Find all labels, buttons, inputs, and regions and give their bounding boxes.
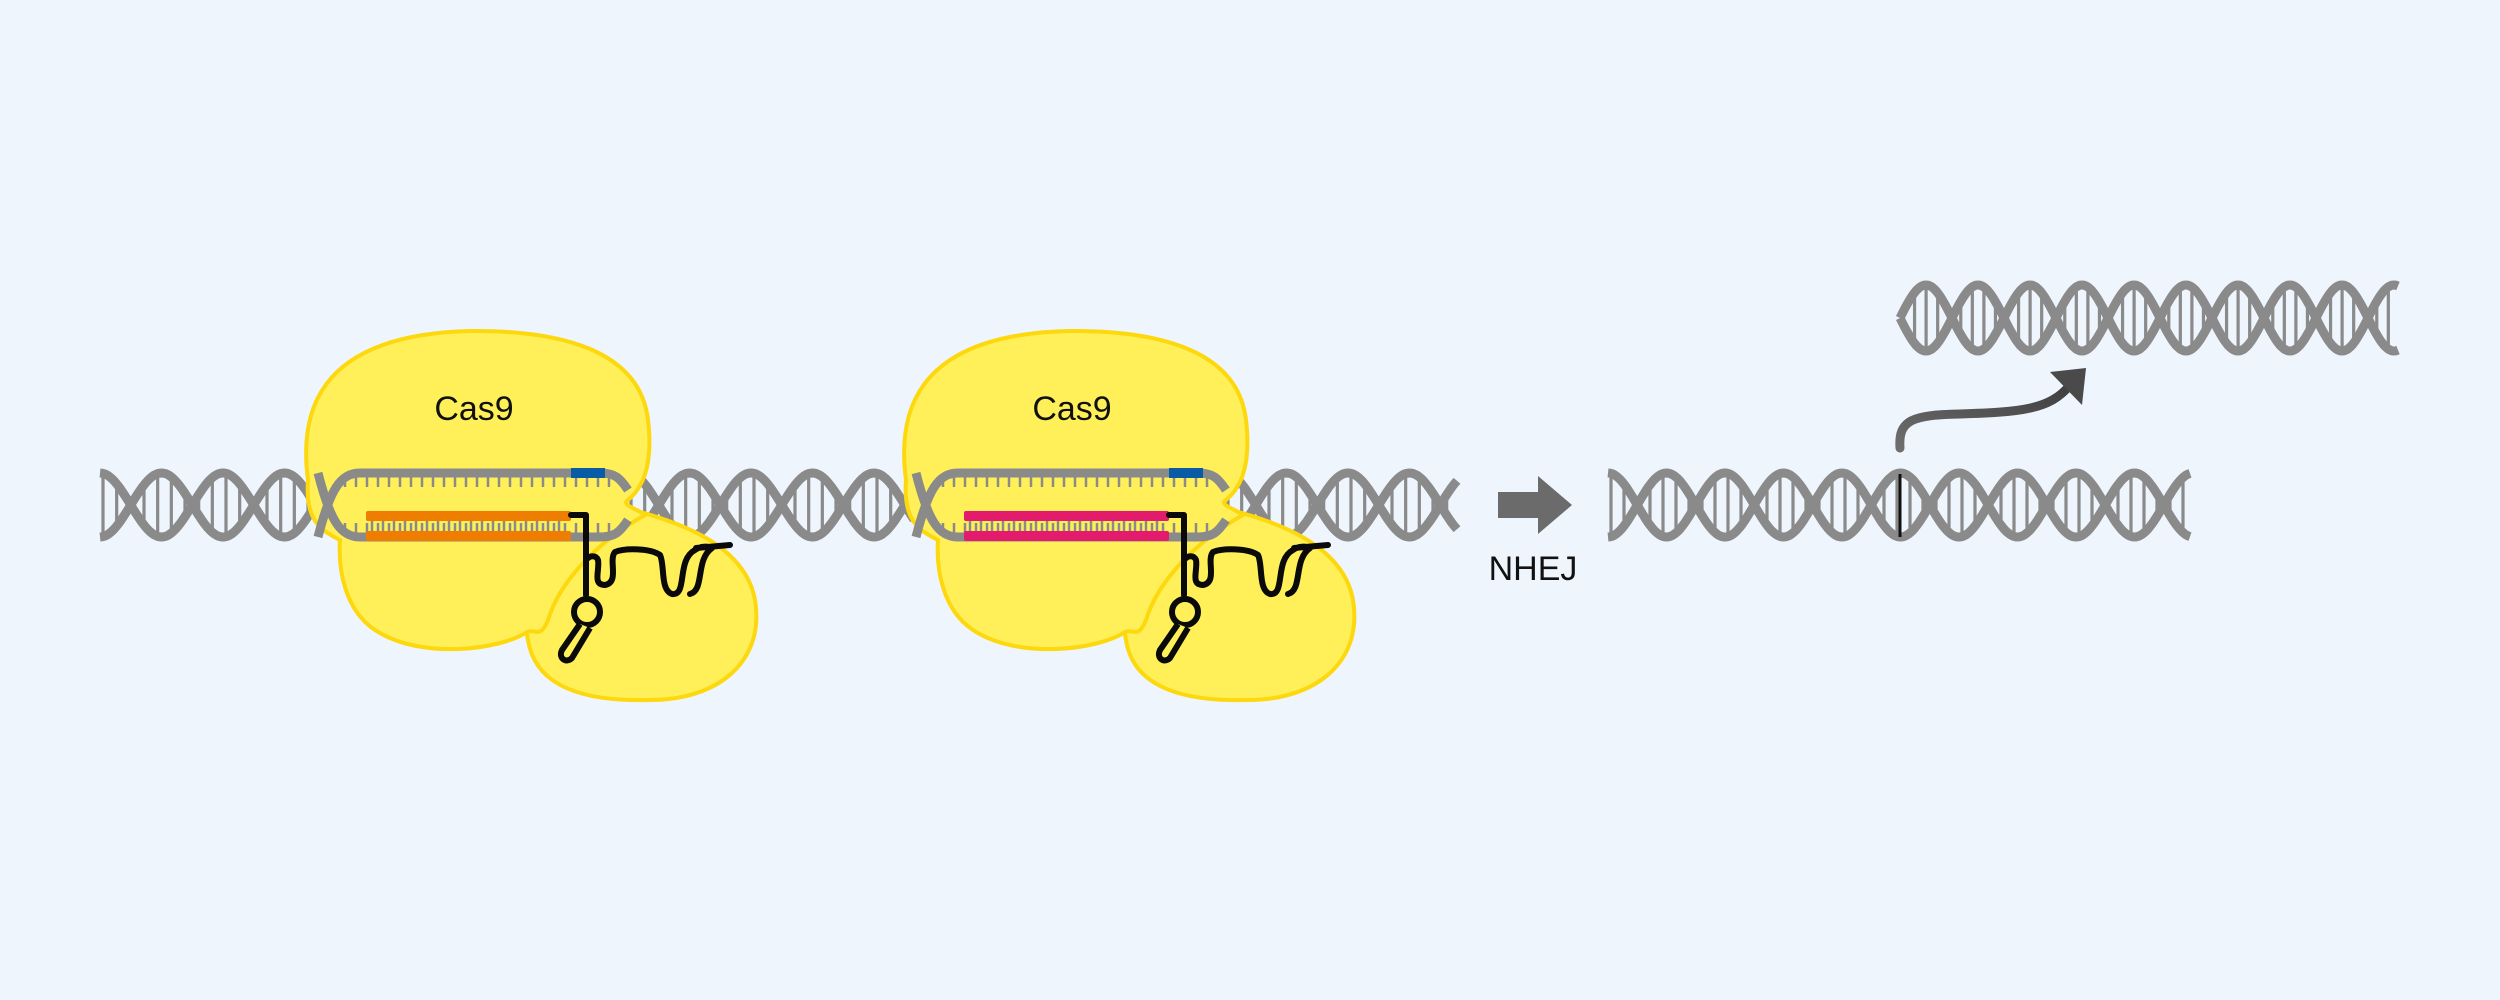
pam-site [1169, 468, 1203, 478]
dna-strand [1607, 468, 2192, 542]
sgrna-stem-loop [1156, 622, 1191, 664]
nhej-step: NHEJ [1489, 476, 1578, 588]
right-arrow-icon [1498, 476, 1572, 534]
guide-spacer [964, 511, 1169, 521]
dna-strand [1895, 280, 2400, 356]
excised-dna-fragment [1895, 280, 2400, 356]
sgrna-scaffold [568, 512, 733, 598]
dna-strand [1224, 468, 1461, 542]
cas9-label: Cas9 [434, 390, 513, 428]
non-target-strand [911, 471, 1230, 542]
repaired-dna-helix [1607, 468, 2192, 542]
dna-helix-segment [99, 468, 322, 542]
cas9-protein [902, 328, 1250, 652]
dna-strand [99, 468, 322, 542]
guide-spacer [366, 511, 571, 521]
nhej-label: NHEJ [1489, 550, 1578, 588]
sgrna-scaffold [1166, 512, 1331, 598]
cas9-complex-2: Cas9 [902, 328, 1357, 703]
sgrna-bulge [1169, 596, 1201, 628]
cas9-complex-1: Cas9 [304, 328, 759, 703]
dna-helix-segment [1607, 468, 2192, 542]
guide-target-duplex [964, 531, 1169, 541]
sgrna-bulge [571, 596, 603, 628]
guide-target-duplex [366, 531, 571, 541]
cas9-protein [304, 328, 652, 652]
dna-strand [99, 468, 322, 542]
cas9-label: Cas9 [1032, 390, 1111, 428]
dna-strand [1224, 468, 1461, 542]
pam-site [571, 468, 605, 478]
dna-helix-segment [1895, 280, 2400, 356]
curved-arrow-icon [1895, 368, 2086, 453]
sgrna-stem-loop [558, 622, 593, 664]
non-target-strand [313, 471, 632, 542]
dna-strand [627, 468, 918, 542]
